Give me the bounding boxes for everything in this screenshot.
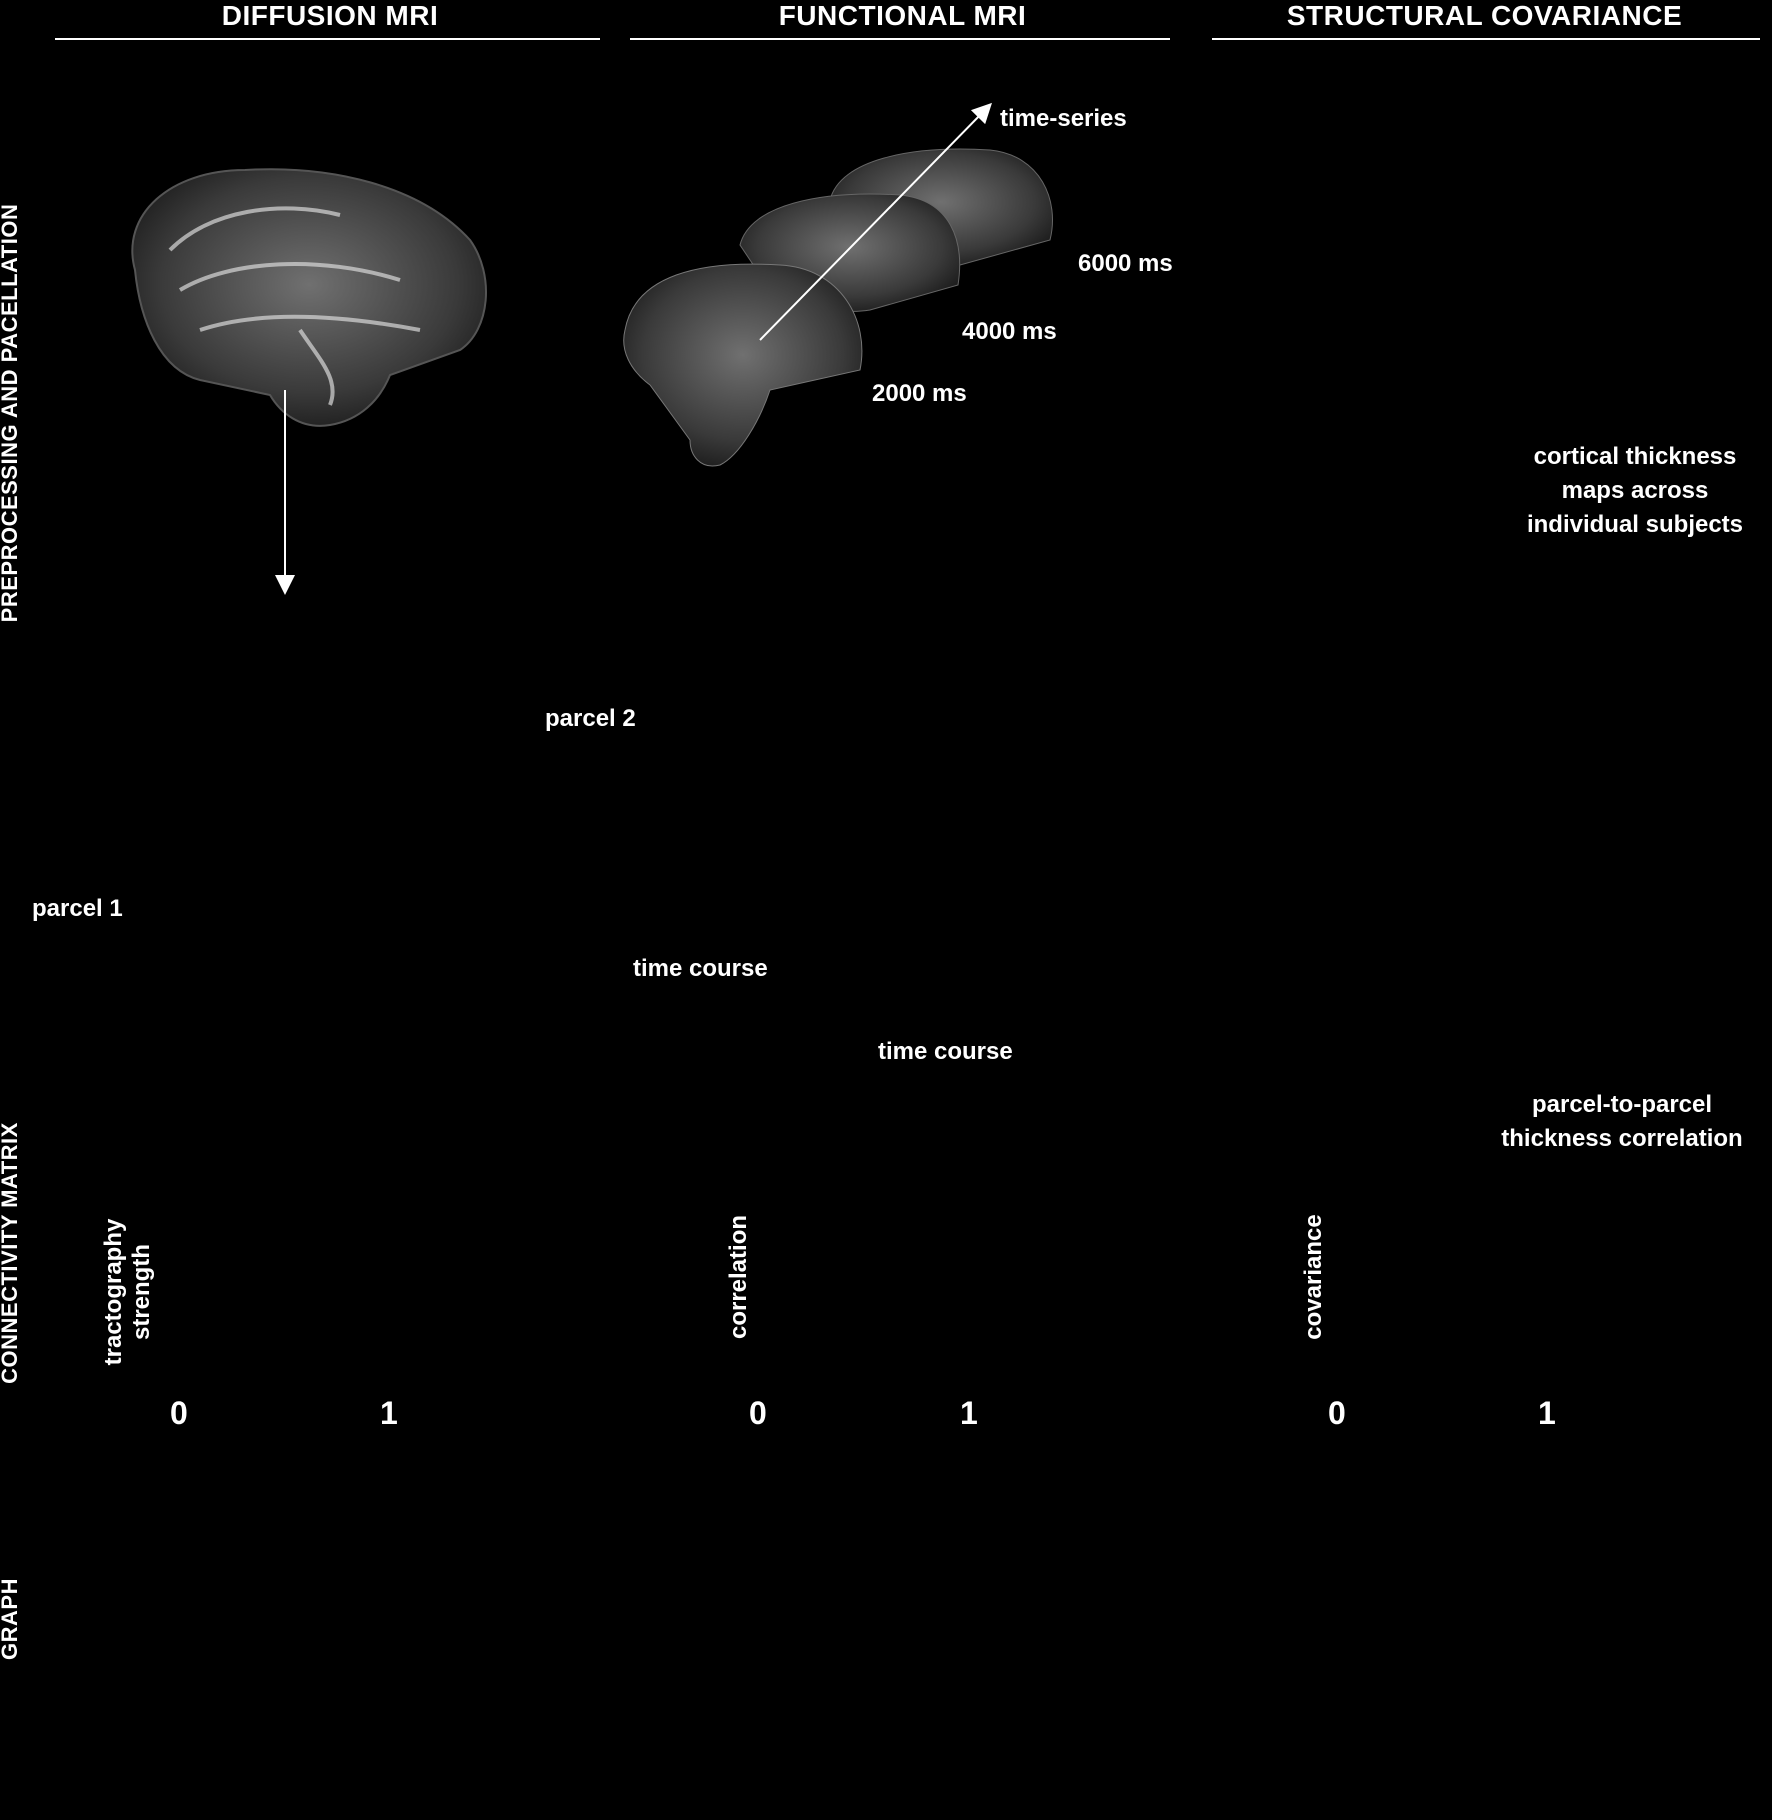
- scale-min-diffusion: 0: [170, 1395, 188, 1431]
- thickness-caption: cortical thickness maps across individua…: [1505, 440, 1765, 542]
- fmri-slice-stack: [623, 148, 1053, 467]
- column-rule-diffusion: [55, 38, 600, 40]
- time-series-arrow: [759, 102, 992, 341]
- time-series-label: time-series: [1000, 105, 1127, 132]
- matrix-label-functional: correlation: [725, 1214, 752, 1340]
- diffusion-mri-slice: [131, 168, 487, 427]
- column-title-functional: FUNCTIONAL MRI: [778, 0, 1027, 31]
- thickness-correlation-caption: parcel-to-parcel thickness correlation: [1472, 1088, 1772, 1156]
- column-rule-functional: [630, 38, 1170, 40]
- parcel2-label: parcel 2: [545, 705, 636, 732]
- matrix-label-structural: covariance: [1300, 1214, 1327, 1340]
- time-6000-label: 6000 ms: [1078, 250, 1173, 277]
- matrix-label-diffusion-line2: strength: [128, 1244, 155, 1340]
- column-rule-structural: [1212, 38, 1760, 40]
- matrix-label-diffusion: tractography strength: [100, 1207, 160, 1377]
- scale-min-structural: 0: [1328, 1395, 1346, 1431]
- thickness-caption-line3: individual subjects: [1526, 511, 1744, 538]
- column-title-diffusion: DIFFUSION MRI: [221, 0, 439, 31]
- thickness-correlation-line2: thickness correlation: [1501, 1125, 1743, 1152]
- thickness-caption-line2: maps across: [1561, 477, 1709, 504]
- scale-max-functional: 1: [960, 1395, 978, 1431]
- scale-max-structural: 1: [1538, 1395, 1556, 1431]
- time-course-label-a: time course: [633, 955, 768, 982]
- thickness-caption-line1: cortical thickness: [1533, 443, 1737, 470]
- scale-min-functional: 0: [749, 1395, 767, 1431]
- time-4000-label: 4000 ms: [962, 318, 1057, 345]
- column-title-structural: STRUCTURAL COVARIANCE: [1286, 0, 1683, 31]
- time-course-label-b: time course: [878, 1038, 1013, 1065]
- parcel1-label: parcel 1: [32, 895, 123, 922]
- time-2000-label: 2000 ms: [872, 380, 967, 407]
- thickness-correlation-line1: parcel-to-parcel: [1531, 1091, 1713, 1118]
- matrix-label-diffusion-line1: tractography: [100, 1218, 127, 1366]
- scale-max-diffusion: 1: [380, 1395, 398, 1431]
